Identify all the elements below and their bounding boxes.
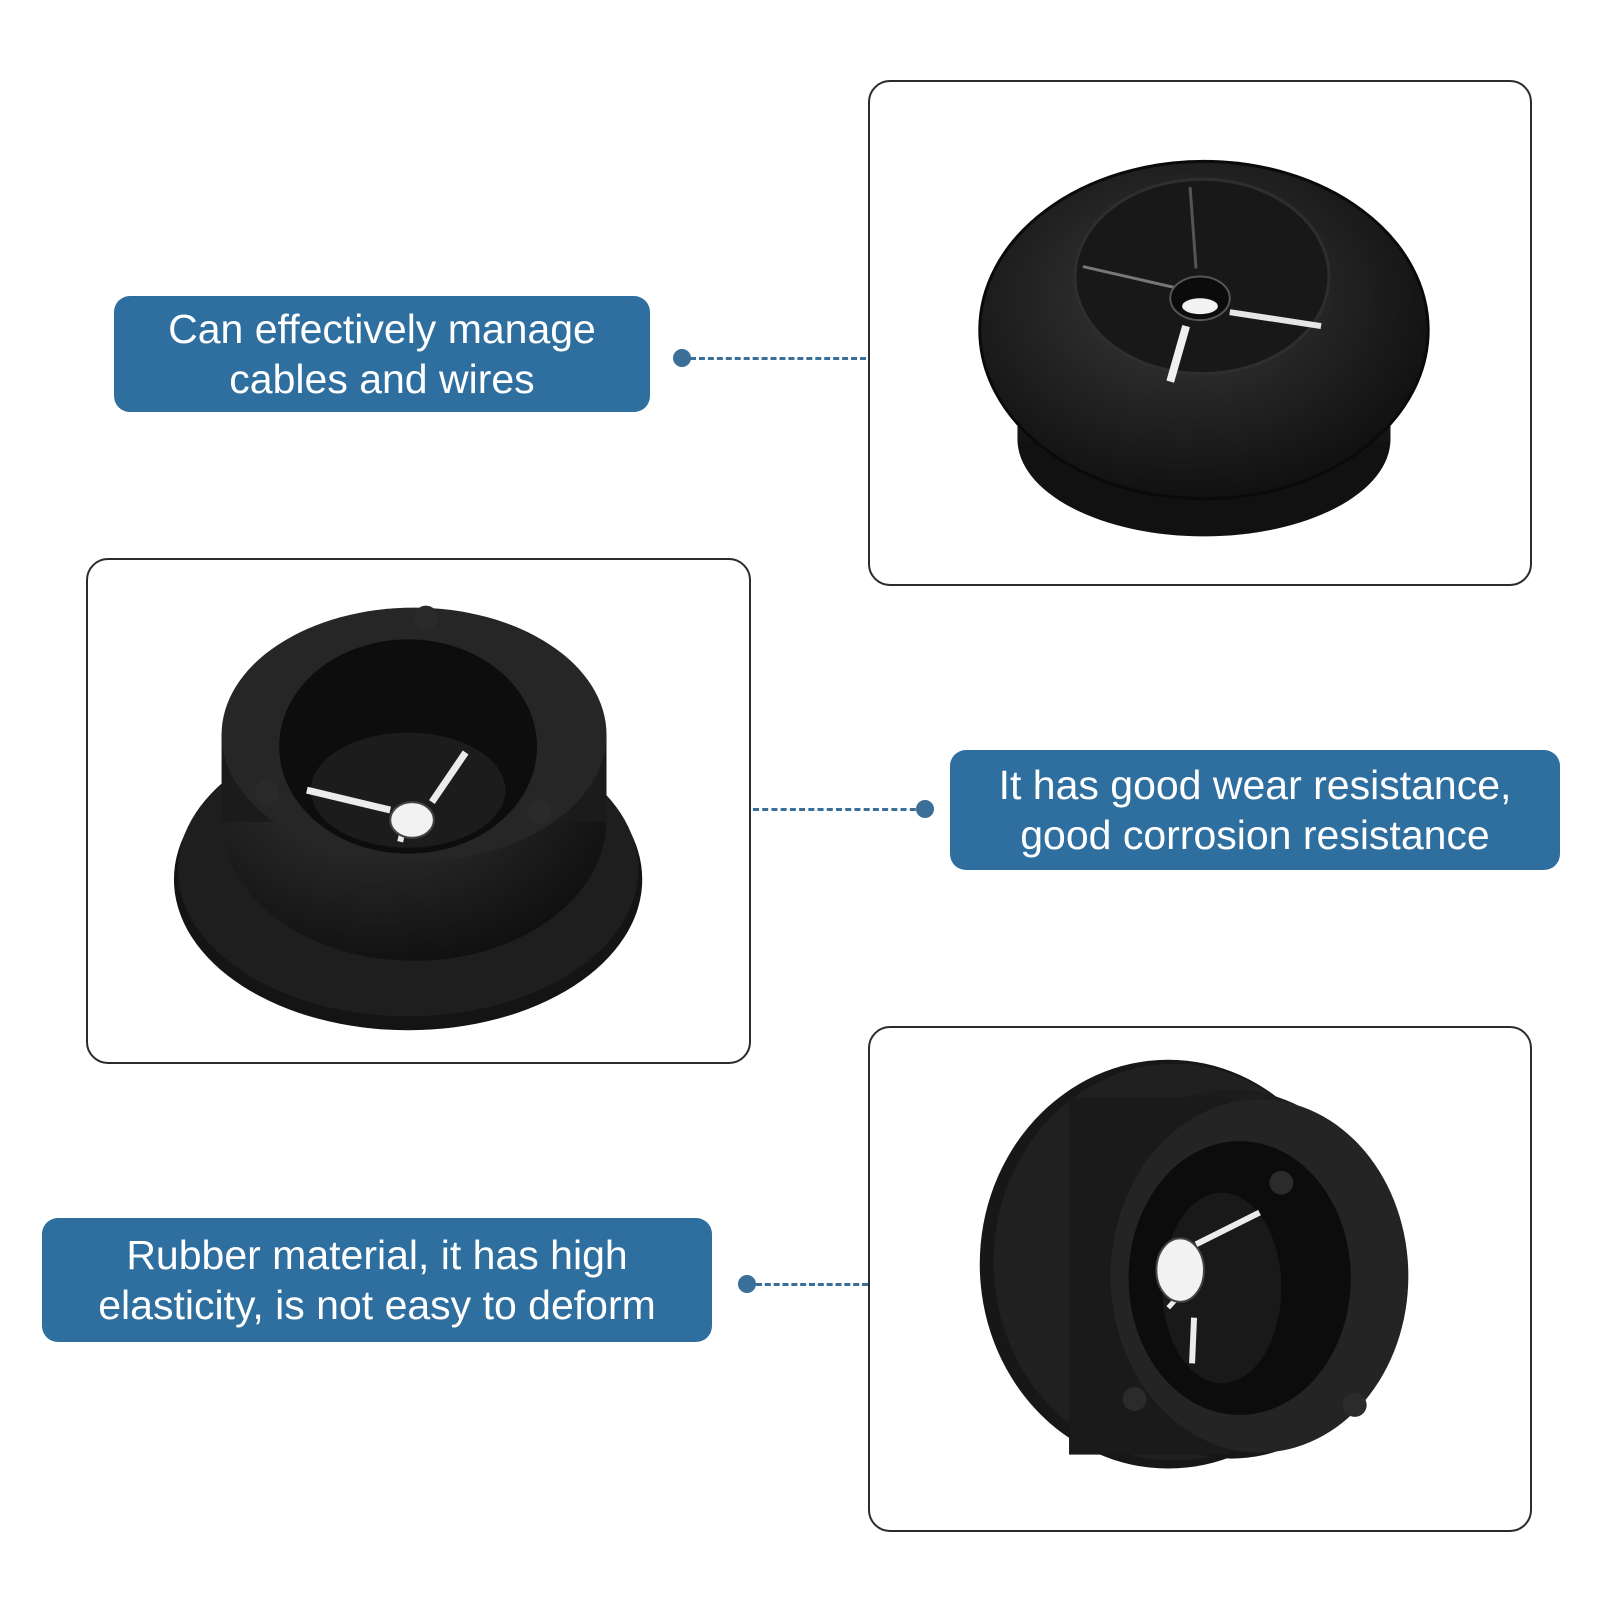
dashed-connector-2 [753, 808, 925, 811]
product-photo-frame-1 [868, 80, 1532, 586]
feature-label-resistance: It has good wear resistance, good corros… [950, 750, 1560, 870]
feature-label-cable-management: Can effectively manage cables and wires [114, 296, 650, 412]
grommet-angled-view-icon [173, 605, 643, 1031]
grommet-top-view-icon [978, 159, 1430, 537]
feature-label-rubber-material: Rubber material, it has high elasticity,… [42, 1218, 712, 1342]
grommet-side-view-icon [979, 1059, 1409, 1469]
product-photo-frame-3 [868, 1026, 1532, 1532]
dashed-connector-1 [690, 357, 866, 360]
feature-label-line: good corrosion resistance [1020, 812, 1490, 858]
product-photo-frame-2 [86, 558, 751, 1064]
feature-label-line: Rubber material, it has high [126, 1232, 628, 1278]
dashed-connector-3 [756, 1283, 868, 1286]
feature-label-line: Can effectively manage [168, 306, 596, 352]
feature-label-line: elasticity, is not easy to deform [98, 1282, 656, 1328]
connector-dot-1 [673, 349, 691, 367]
connector-dot-2 [916, 800, 934, 818]
connector-dot-3 [738, 1275, 756, 1293]
feature-label-line: cables and wires [229, 356, 535, 402]
feature-label-line: It has good wear resistance, [998, 762, 1512, 808]
